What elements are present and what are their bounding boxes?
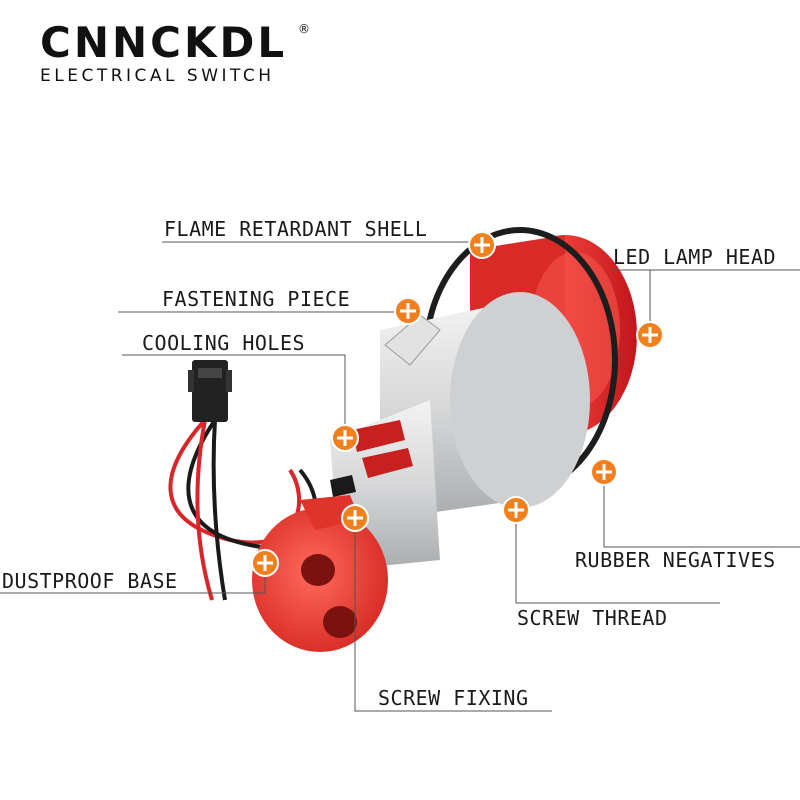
cooling-holes-shape [330,420,413,497]
lead-wires [168,418,318,601]
label-dustproof-base: DUSTPROOF BASE [2,569,178,593]
plus-circle-icon [331,424,359,452]
fastening-clip [384,314,441,366]
label-flame-retardant-shell: FLAME RETARDANT SHELL [164,217,428,241]
brand-name: CNNCKDL [40,18,288,67]
registered-mark: ® [298,22,310,36]
label-cooling-holes: COOLING HOLES [142,331,306,355]
plus-circle-icon [394,297,422,325]
plus-circle-icon [590,458,618,486]
brand-subtitle: ELECTRICAL SWITCH [40,66,275,86]
connector-plug [188,360,232,422]
plus-circle-icon [468,231,496,259]
plus-circle-icon [502,496,530,524]
label-fastening-piece: FASTENING PIECE [162,287,351,311]
brand-logo: CNNCKDL ® ELECTRICAL SWITCH [40,18,310,87]
plus-circle-icon [636,321,664,349]
label-screw-fixing: SCREW FIXING [378,686,529,710]
label-rubber-negatives: RUBBER NEGATIVES [575,548,776,572]
callout-markers [251,231,664,577]
plus-circle-icon [251,549,279,577]
callout-lines [0,241,800,712]
dustproof-base-shape [252,495,388,652]
plus-circle-icon [341,504,369,532]
label-screw-thread: SCREW THREAD [517,606,668,630]
label-led-lamp-head: LED LAMP HEAD [613,245,777,269]
